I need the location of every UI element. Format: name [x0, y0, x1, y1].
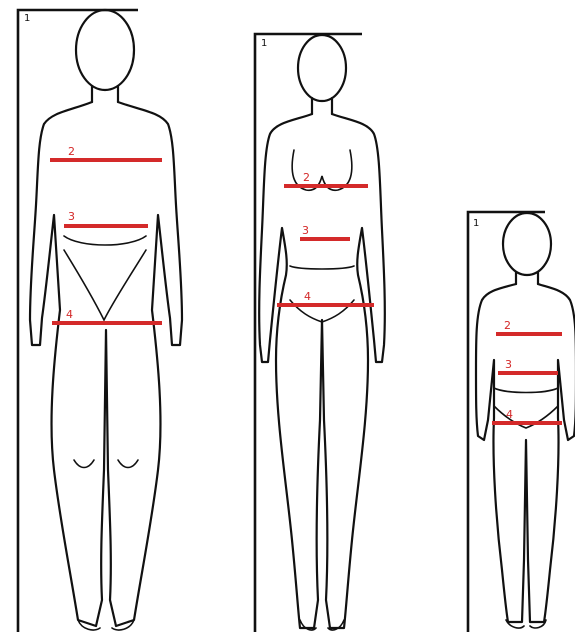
woman-head	[298, 35, 346, 101]
man-feet	[78, 620, 134, 630]
child-waist-number: 3	[505, 358, 512, 371]
woman-feet	[300, 620, 344, 630]
woman-underwear-outline	[290, 266, 354, 322]
child-head	[503, 213, 551, 275]
man-waist-number: 3	[68, 210, 75, 223]
man-hips-number: 4	[66, 308, 73, 321]
man-figure: 1 2 3 4	[18, 10, 182, 632]
woman-chest-number: 2	[303, 171, 310, 184]
child-height-number: 1	[473, 218, 479, 229]
man-knees	[74, 460, 138, 468]
woman-figure: 1 2 3 4	[255, 34, 385, 632]
child-chest-number: 2	[504, 319, 511, 332]
child-figure: 1 2 3 4	[468, 212, 575, 632]
woman-hips-number: 4	[304, 290, 311, 303]
child-hips-number: 4	[506, 408, 513, 421]
man-head	[76, 10, 134, 90]
man-height-number: 1	[24, 13, 30, 24]
man-underwear-outline	[64, 236, 146, 320]
woman-height-number: 1	[261, 38, 267, 49]
man-chest-number: 2	[68, 145, 75, 158]
man-body-outline	[30, 102, 182, 626]
woman-body-outline	[259, 114, 385, 628]
woman-waist-number: 3	[302, 224, 309, 237]
